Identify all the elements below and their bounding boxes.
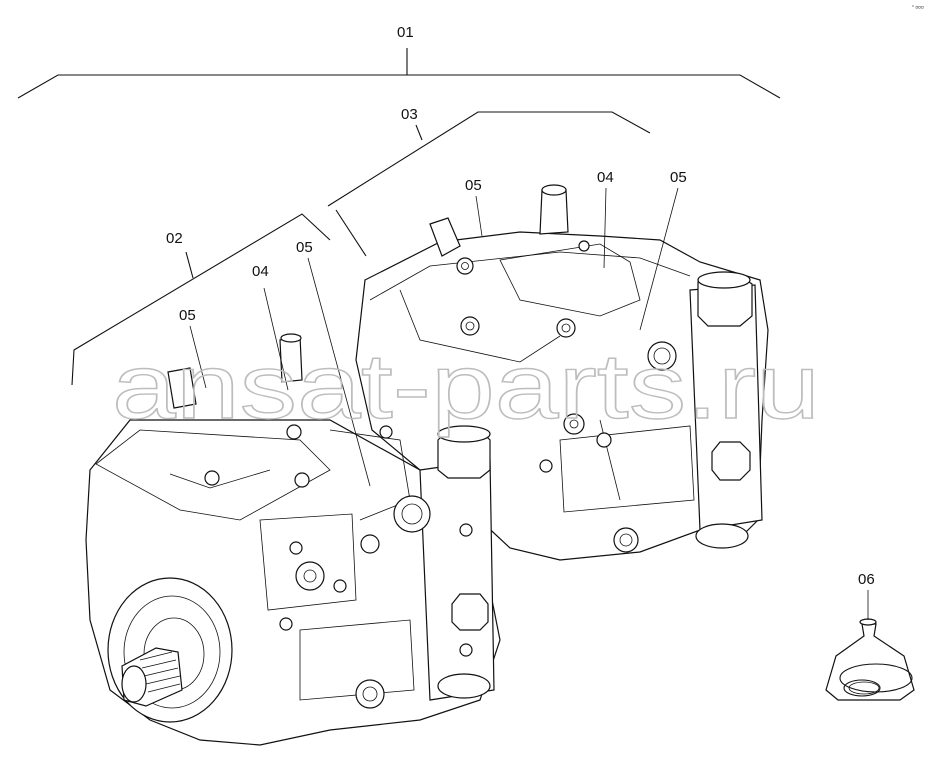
callout-01: 01 [397,24,414,41]
corner-mark: ° ¤¤¤ [912,5,924,11]
bracket-02 [71,213,331,386]
callout-03: 03 [401,106,418,123]
callout-05-rear-left: 05 [465,177,482,194]
bracket-01 [17,48,781,99]
callout-04-rear: 04 [597,169,614,186]
watermark: ansat-parts.ru [112,336,820,438]
callout-05-front-left: 05 [179,307,196,324]
callout-06: 06 [858,571,875,588]
bracket-03 [327,111,651,257]
callout-05-front-right: 05 [296,239,313,256]
callout-02: 02 [166,230,183,247]
leader-lines [189,187,869,620]
front-pump-assembly [85,333,501,746]
callout-05-rear-right: 05 [670,169,687,186]
callout-04-front: 04 [252,263,269,280]
seal-kit-bag [825,618,915,701]
